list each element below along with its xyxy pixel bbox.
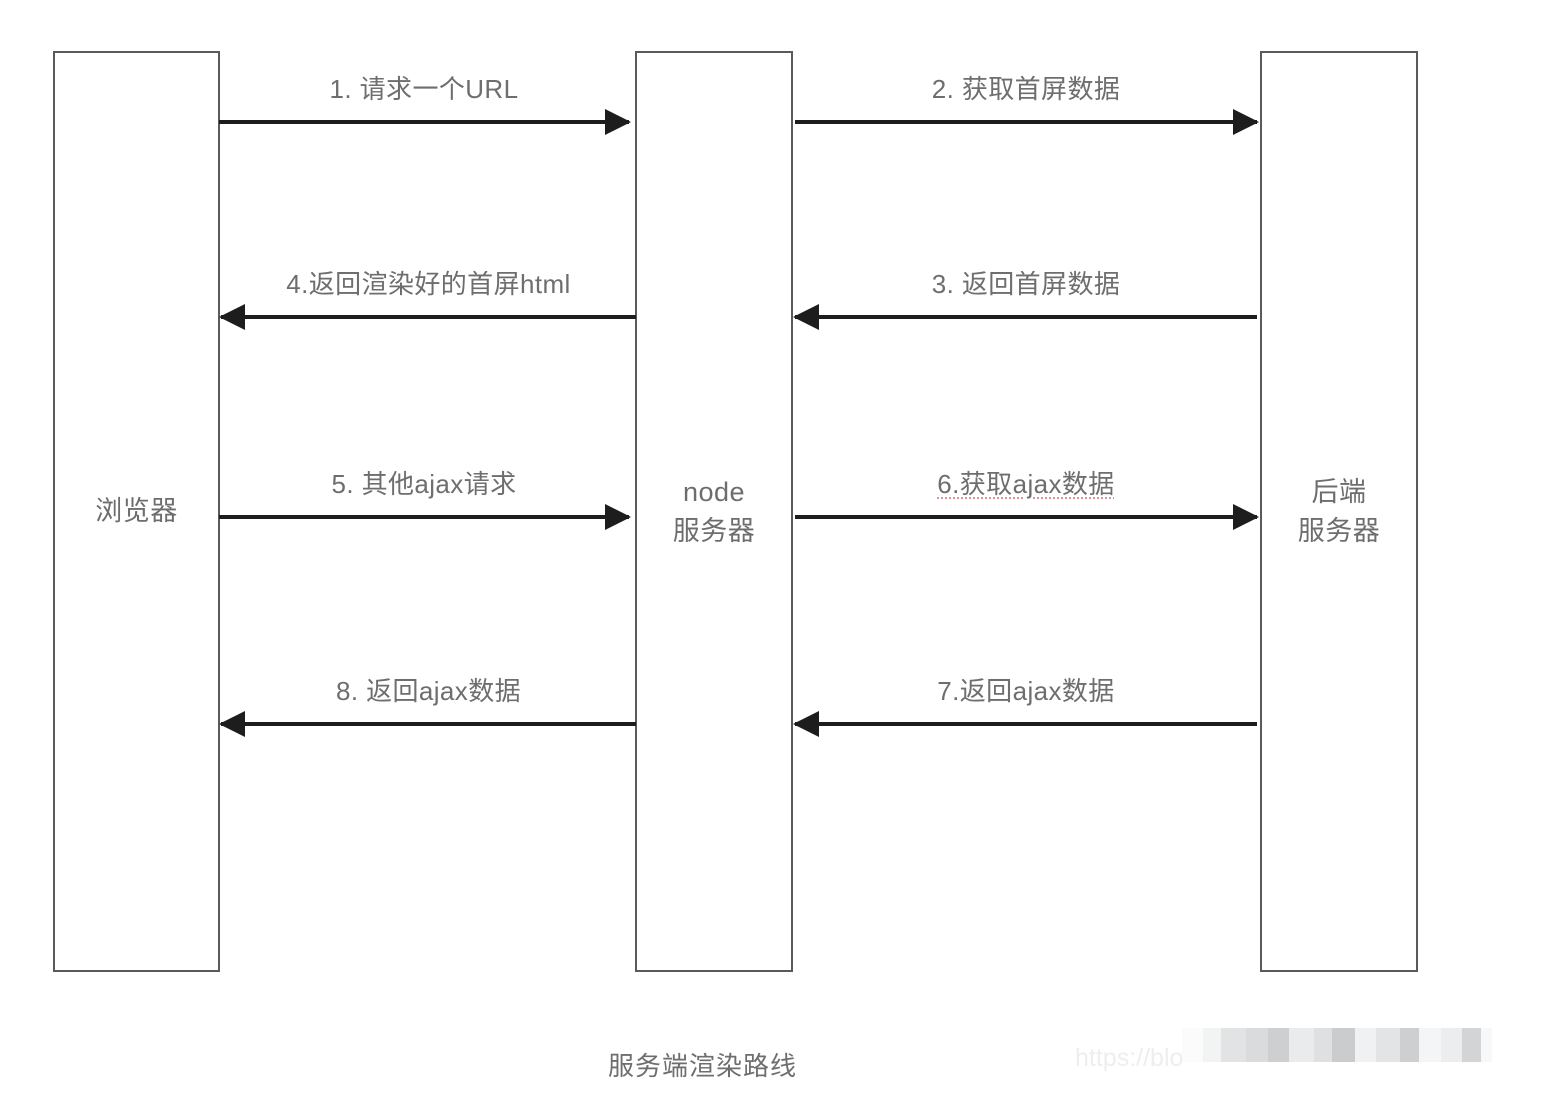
message-6-line	[795, 515, 1257, 519]
message-3-line	[795, 315, 1257, 319]
lifeline-browser[interactable]: 浏览器	[53, 51, 220, 972]
message-3-label: 3. 返回首屏数据	[931, 269, 1121, 299]
watermark-redaction-block	[1182, 1028, 1492, 1062]
message-2-line	[795, 120, 1257, 124]
message-5-label: 5. 其他ajax请求	[331, 469, 517, 499]
arrowhead-left-icon	[219, 304, 245, 330]
message-5-line	[219, 515, 629, 519]
message-7-label: 7.返回ajax数据	[937, 676, 1115, 706]
message-1-line	[219, 120, 629, 124]
lifeline-label-backend-server: 后端 服务器	[1297, 477, 1381, 546]
lifeline-label-browser: 浏览器	[95, 496, 178, 527]
watermark-url: https://blo	[1075, 1044, 1184, 1072]
message-4-label: 4.返回渲染好的首屏html	[286, 269, 571, 299]
arrowhead-right-icon	[1233, 504, 1259, 530]
message-6-label: 6.获取ajax数据	[937, 469, 1115, 499]
arrowhead-right-icon	[605, 109, 631, 135]
message-8-line	[221, 722, 636, 726]
message-7-line	[795, 722, 1257, 726]
arrowhead-left-icon	[793, 711, 819, 737]
arrowhead-right-icon	[1233, 109, 1259, 135]
message-4-line	[221, 315, 636, 319]
message-1-label: 1. 请求一个URL	[329, 74, 519, 104]
message-2-label: 2. 获取首屏数据	[931, 74, 1121, 104]
lifeline-label-node-server: node 服务器	[672, 477, 756, 546]
arrowhead-left-icon	[793, 304, 819, 330]
message-8-label: 8. 返回ajax数据	[335, 676, 521, 706]
arrowhead-right-icon	[605, 504, 631, 530]
lifeline-node-server[interactable]: node 服务器	[635, 51, 793, 972]
arrowhead-left-icon	[219, 711, 245, 737]
diagram-caption: 服务端渲染路线	[608, 1051, 798, 1081]
lifeline-backend-server[interactable]: 后端 服务器	[1260, 51, 1418, 972]
